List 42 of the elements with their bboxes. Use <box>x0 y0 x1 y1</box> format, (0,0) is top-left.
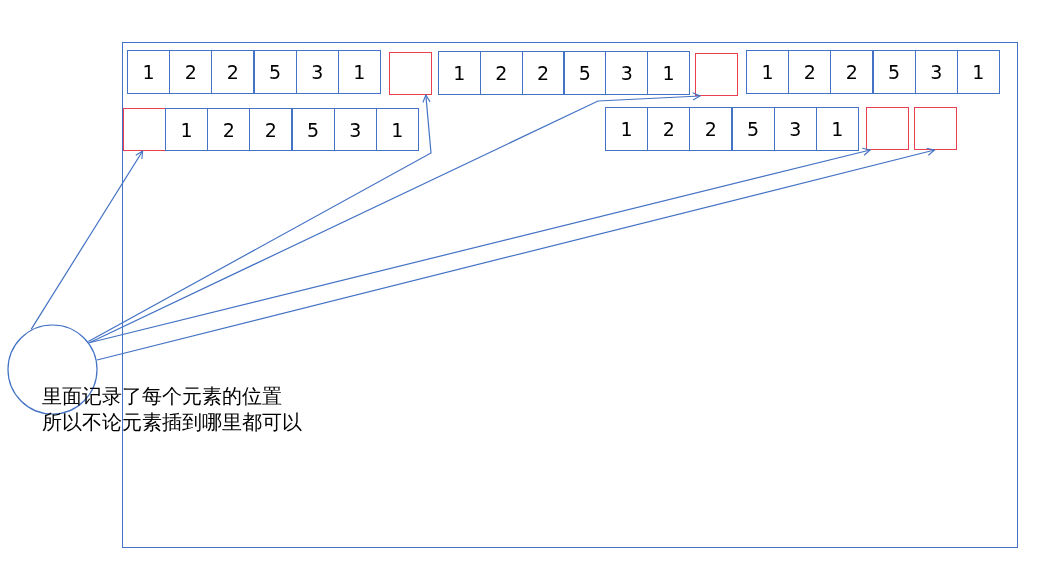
empty-slot-box <box>389 52 432 95</box>
array-cell: 1 <box>647 51 690 95</box>
array-cell: 3 <box>333 108 377 151</box>
array-cell: 1 <box>127 50 171 94</box>
array-cell: 2 <box>788 50 832 94</box>
array-cell: 5 <box>731 107 775 151</box>
empty-slot-box <box>866 107 909 150</box>
array-cell: 2 <box>647 107 691 151</box>
array-cell: 2 <box>249 108 293 151</box>
array-cell: 1 <box>165 108 209 151</box>
empty-slot-box <box>914 107 957 150</box>
array-cell: 1 <box>337 50 381 94</box>
arrow <box>30 150 144 330</box>
array-cell: 3 <box>773 107 817 151</box>
array-cell: 5 <box>563 51 607 95</box>
arrow <box>87 94 432 343</box>
array-cell: 2 <box>479 51 523 95</box>
array-cell: 2 <box>830 50 874 94</box>
array-cell: 1 <box>438 51 481 95</box>
array-cell: 5 <box>253 50 297 94</box>
array-cell: 2 <box>207 108 251 151</box>
arrow <box>88 92 701 344</box>
array-cell: 1 <box>956 50 1000 94</box>
array-cell: 1 <box>605 107 649 151</box>
empty-slot-box <box>695 53 738 96</box>
array-cell: 5 <box>291 108 335 151</box>
array-cell: 2 <box>169 50 213 94</box>
array-cell: 1 <box>815 107 859 151</box>
array-cell: 2 <box>689 107 733 151</box>
empty-slot-box <box>123 108 166 151</box>
array-cell: 1 <box>375 108 419 151</box>
frame-box <box>122 42 1018 548</box>
array-cell: 3 <box>295 50 339 94</box>
array-cell: 3 <box>605 51 649 95</box>
array-cell: 2 <box>211 50 255 94</box>
array-cell: 5 <box>872 50 916 94</box>
array-cell: 1 <box>746 50 790 94</box>
note-text: 所以不论元素插到哪里都可以 <box>42 409 302 435</box>
arrow <box>96 147 936 361</box>
arrow <box>88 147 871 344</box>
array-cell: 3 <box>914 50 958 94</box>
array-cell: 2 <box>521 51 565 95</box>
